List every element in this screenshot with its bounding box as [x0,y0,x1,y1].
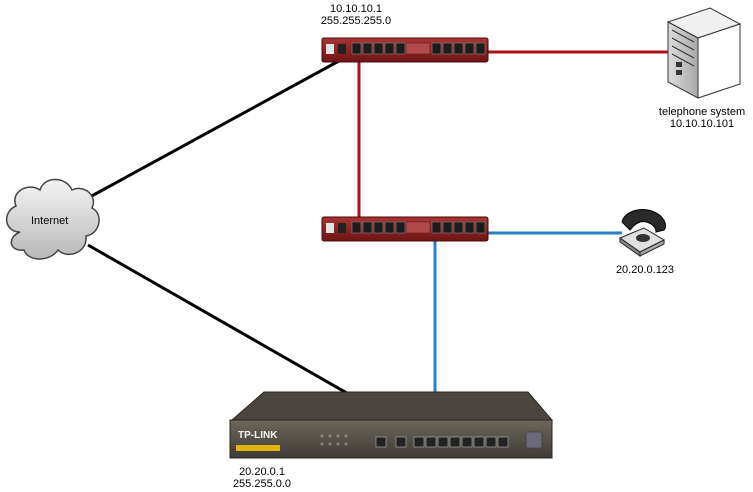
phone-ip-label: 20.20.0.123 [615,264,675,276]
internet-cloud-label: Internet [31,215,69,227]
telephone-system-server-icon [666,7,742,99]
internet-cloud-icon [6,178,100,260]
router-top-icon [321,37,489,63]
tplink-mask-label: 255.255.0.0 [232,478,292,490]
router-top-ip-label: 10.10.10.1 [330,3,382,15]
router-top-mask-label: 255.255.255.0 [320,15,392,27]
router-mid-icon [321,216,489,242]
telephone-system-name-label: telephone system [658,106,746,118]
telephone-system-ip-label: 10.10.10.101 [669,118,735,130]
telephone-icon [618,209,667,257]
links [87,50,668,437]
tplink-router-icon [229,391,554,459]
link-cloud-router-top [87,54,349,200]
tplink-ip-label: 20.20.0.1 [239,466,285,478]
tplink-brand-label: TP-LINK [238,430,278,441]
